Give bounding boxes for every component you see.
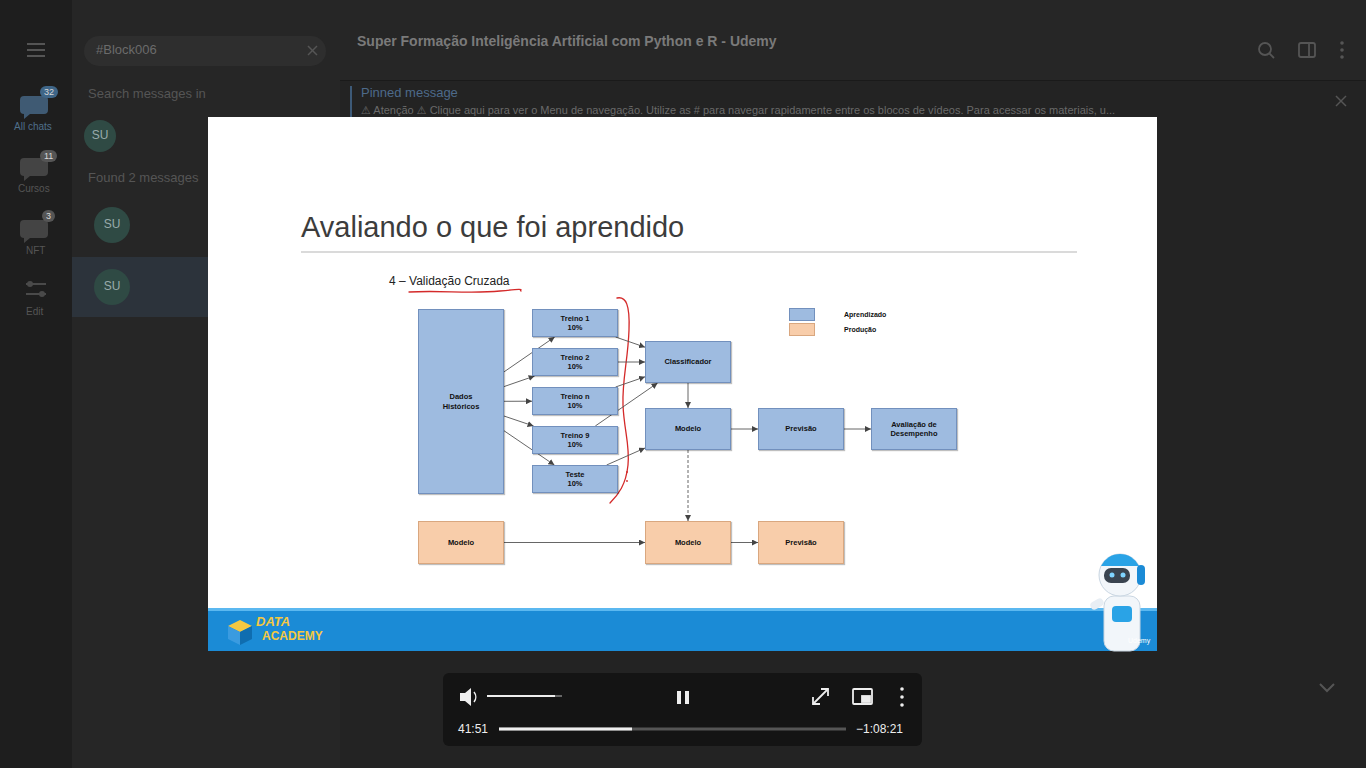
player-icons bbox=[460, 687, 904, 707]
band-edge bbox=[208, 608, 1157, 611]
process-box: Treino 2 10% bbox=[532, 348, 618, 376]
process-box: Modelo bbox=[645, 408, 731, 450]
pin-bar bbox=[350, 86, 352, 120]
connector-arrow bbox=[844, 429, 871, 430]
box-label: Modelo bbox=[675, 538, 701, 547]
box-label: Teste 10% bbox=[560, 470, 590, 489]
connector-arrow bbox=[688, 383, 689, 408]
search-box bbox=[84, 36, 326, 66]
volume-level bbox=[487, 695, 555, 697]
connector-arrow bbox=[731, 429, 758, 430]
legend-row: Aprendizado bbox=[789, 307, 886, 322]
logo-cube bbox=[228, 620, 252, 645]
legend: AprendizadoProdução bbox=[789, 307, 886, 337]
process-box: Teste 10% bbox=[532, 465, 618, 493]
result-count: Found 2 messages bbox=[88, 171, 199, 186]
avatar: SU bbox=[94, 269, 130, 305]
pinned-heading: Pinned message bbox=[361, 86, 458, 101]
legend-label: Produção bbox=[844, 326, 876, 333]
red-annotation bbox=[409, 289, 629, 503]
time-remaining: −1:08:21 bbox=[856, 723, 903, 737]
close-icon bbox=[308, 46, 317, 55]
scroll-down bbox=[1320, 684, 1334, 691]
box-label: Treino 2 10% bbox=[555, 353, 595, 372]
box-label: Modelo bbox=[675, 424, 701, 433]
process-box: Treino n 10% bbox=[532, 387, 618, 415]
pin-close bbox=[1336, 96, 1346, 106]
process-box: Dados Históricos bbox=[418, 309, 504, 494]
unread-badge: 32 bbox=[40, 86, 58, 98]
box-label: Modelo bbox=[448, 538, 474, 547]
legend-row: Produção bbox=[789, 322, 886, 337]
volume-rest bbox=[555, 695, 562, 697]
divider bbox=[340, 80, 1366, 81]
pinned-text: ⚠ Atenção ⚠ Clique aqui para ver o Menu … bbox=[361, 104, 1115, 117]
player-bar bbox=[443, 673, 922, 746]
time-elapsed: 41:51 bbox=[458, 723, 488, 737]
process-box: Treino 9 10% bbox=[532, 426, 618, 454]
folder-name: All chats bbox=[14, 121, 52, 133]
chat-header bbox=[340, 0, 1366, 80]
folder-name: Edit bbox=[26, 306, 43, 318]
box-label: Avaliação de Desempenho bbox=[888, 420, 940, 439]
robot-illustration bbox=[1089, 554, 1145, 651]
box-label: Previsão bbox=[785, 424, 816, 433]
process-box: Modelo bbox=[418, 521, 504, 564]
box-label: Treino n 10% bbox=[555, 392, 595, 411]
logo-text: DATA bbox=[256, 615, 290, 630]
connector-arrow bbox=[616, 337, 645, 347]
progress-rest bbox=[499, 728, 846, 731]
avatar: SU bbox=[84, 120, 116, 152]
box-label: Classificador bbox=[664, 357, 711, 366]
connector-arrow bbox=[731, 542, 758, 543]
footer-band bbox=[208, 611, 1157, 651]
folder-name: Cursos bbox=[18, 183, 50, 195]
title-rule bbox=[301, 252, 1077, 253]
box-label: Treino 9 10% bbox=[555, 431, 595, 450]
legend-swatch bbox=[789, 323, 815, 336]
process-box: Previsão bbox=[758, 521, 844, 564]
menu-icon bbox=[27, 44, 45, 56]
unread-badge: 3 bbox=[42, 210, 55, 222]
process-box: Treino 1 10% bbox=[532, 309, 618, 337]
connector-arrow bbox=[504, 376, 535, 387]
unread-badge: 11 bbox=[40, 150, 57, 162]
slide-title: Avaliando o que foi aprendido bbox=[301, 211, 684, 244]
connector-arrow bbox=[618, 362, 645, 363]
search-query: #Block006 bbox=[96, 43, 157, 58]
box-label: Dados Históricos bbox=[438, 392, 484, 411]
connector-arrow bbox=[504, 542, 645, 543]
box-label: Treino 1 10% bbox=[555, 314, 595, 333]
process-box: Classificador bbox=[645, 341, 731, 383]
sidebar bbox=[0, 0, 72, 768]
watermark: Udemy bbox=[1128, 637, 1150, 645]
progress-played bbox=[499, 728, 632, 731]
process-box: Modelo bbox=[645, 521, 731, 564]
logo-text: ACADEMY bbox=[262, 630, 323, 644]
avatar: SU bbox=[94, 207, 130, 243]
connector-arrow bbox=[616, 377, 645, 387]
slide bbox=[208, 117, 1157, 651]
connector-arrow bbox=[688, 450, 689, 521]
connector-arrow bbox=[504, 416, 534, 426]
more-icon bbox=[1340, 41, 1344, 59]
folder-name: NFT bbox=[26, 245, 45, 257]
section-heading: 4 – Validação Cruzada bbox=[389, 275, 510, 289]
player-icons-2 bbox=[813, 689, 872, 704]
channel-title: Super Formação Inteligência Artificial c… bbox=[357, 33, 777, 49]
process-box: Avaliação de Desempenho bbox=[871, 408, 957, 450]
red-dots bbox=[626, 471, 628, 482]
connector-arrow bbox=[504, 401, 532, 402]
box-label: Previsão bbox=[785, 538, 816, 547]
legend-label: Aprendizado bbox=[844, 311, 886, 318]
process-box: Previsão bbox=[758, 408, 844, 450]
search-hint: Search messages in bbox=[88, 87, 206, 102]
legend-swatch bbox=[789, 308, 815, 321]
header-icons bbox=[1259, 43, 1315, 58]
